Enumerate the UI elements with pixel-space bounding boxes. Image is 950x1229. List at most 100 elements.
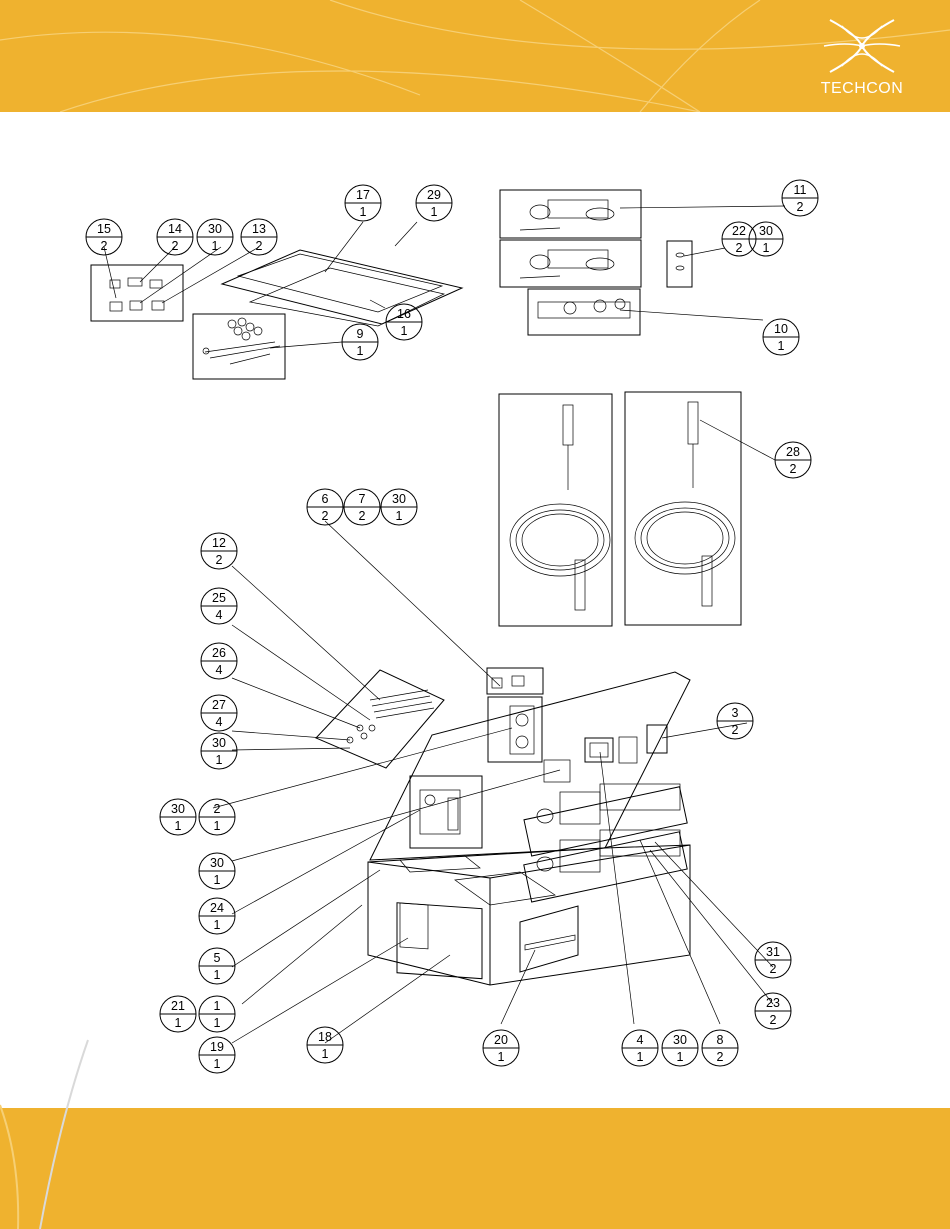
callout-24: 241 [199,898,235,934]
callout-30-f: 301 [199,853,235,889]
callout-30-b: 301 [749,222,783,256]
svg-text:2: 2 [214,802,221,816]
callout-30-d: 301 [201,733,237,769]
callout-21: 211 [160,996,196,1032]
svg-text:5: 5 [214,951,221,965]
callout-30-e: 301 [160,799,196,835]
cables-group [499,392,775,626]
callout-11: 112 [782,180,818,216]
leader-lines [213,521,773,1043]
svg-text:22: 22 [732,224,746,238]
svg-text:20: 20 [494,1033,508,1047]
callout-12: 122 [201,533,237,569]
svg-text:15: 15 [97,222,111,236]
svg-text:30: 30 [212,736,226,750]
callout-30-a: 301 [197,219,233,255]
callout-27: 274 [201,695,237,731]
svg-text:29: 29 [427,188,441,202]
svg-text:9: 9 [357,327,364,341]
callout-10: 101 [763,319,799,355]
svg-text:2: 2 [322,509,329,523]
svg-text:25: 25 [212,591,226,605]
svg-text:26: 26 [212,646,226,660]
svg-text:4: 4 [637,1033,644,1047]
valve-bodies-group [500,190,785,335]
svg-text:1: 1 [360,205,367,219]
svg-text:1: 1 [396,509,403,523]
svg-text:6: 6 [322,492,329,506]
svg-text:2: 2 [256,239,263,253]
callout-2: 21 [199,799,235,835]
svg-text:1: 1 [637,1050,644,1064]
callout-16: 161 [386,304,422,340]
svg-text:13: 13 [252,222,266,236]
svg-text:1: 1 [214,873,221,887]
svg-text:2: 2 [732,723,739,737]
callout-26: 264 [201,643,237,679]
svg-text:4: 4 [216,715,223,729]
callout-23: 232 [755,993,791,1029]
svg-text:11: 11 [794,183,807,197]
callout-19: 191 [199,1037,235,1073]
svg-text:8: 8 [717,1033,724,1047]
svg-text:1: 1 [214,1057,221,1071]
svg-text:1: 1 [677,1050,684,1064]
svg-text:1: 1 [214,1016,221,1030]
sheets-group [222,222,462,326]
callout-13: 132 [241,219,277,255]
svg-text:1: 1 [763,241,770,255]
svg-text:2: 2 [770,1013,777,1027]
svg-text:18: 18 [318,1030,332,1044]
callout-30-c: 301 [381,489,417,525]
svg-text:10: 10 [774,322,788,336]
svg-text:30: 30 [171,802,185,816]
callout-3: 32 [717,703,753,739]
callout-1: 11 [199,996,235,1032]
svg-text:31: 31 [766,945,780,959]
svg-text:1: 1 [401,324,408,338]
svg-text:30: 30 [673,1033,687,1047]
svg-text:1: 1 [216,753,223,767]
svg-text:7: 7 [359,492,366,506]
svg-text:19: 19 [210,1040,224,1054]
carrying-case [316,668,690,985]
svg-text:1: 1 [212,239,219,253]
tools-group [193,314,342,379]
callout-20: 201 [483,1030,519,1066]
svg-text:2: 2 [790,462,797,476]
svg-text:28: 28 [786,445,800,459]
callout-9: 91 [342,324,378,360]
callout-5: 51 [199,948,235,984]
callout-8: 82 [702,1030,738,1066]
svg-text:1: 1 [431,205,438,219]
callout-4: 41 [622,1030,658,1066]
callout-30-g: 301 [662,1030,698,1066]
svg-text:27: 27 [212,698,226,712]
svg-text:1: 1 [357,344,364,358]
svg-text:1: 1 [214,968,221,982]
svg-text:2: 2 [736,241,743,255]
svg-text:1: 1 [175,1016,182,1030]
svg-text:2: 2 [770,962,777,976]
svg-text:1: 1 [175,819,182,833]
svg-text:16: 16 [397,307,411,321]
svg-text:2: 2 [717,1050,724,1064]
svg-text:21: 21 [171,999,185,1013]
footer-swoosh-decoration [0,1040,88,1229]
svg-text:1: 1 [778,339,785,353]
svg-text:24: 24 [210,901,224,915]
callout-7: 72 [344,489,380,525]
svg-text:30: 30 [392,492,406,506]
svg-text:1: 1 [498,1050,505,1064]
callout-14: 142 [157,219,193,255]
svg-text:2: 2 [359,509,366,523]
callout-29: 291 [416,185,452,221]
svg-text:23: 23 [766,996,780,1010]
callout-25: 254 [201,588,237,624]
svg-text:3: 3 [732,706,739,720]
callout-15: 152 [86,219,122,255]
svg-text:1: 1 [214,999,221,1013]
svg-text:17: 17 [356,188,370,202]
svg-text:1: 1 [214,819,221,833]
